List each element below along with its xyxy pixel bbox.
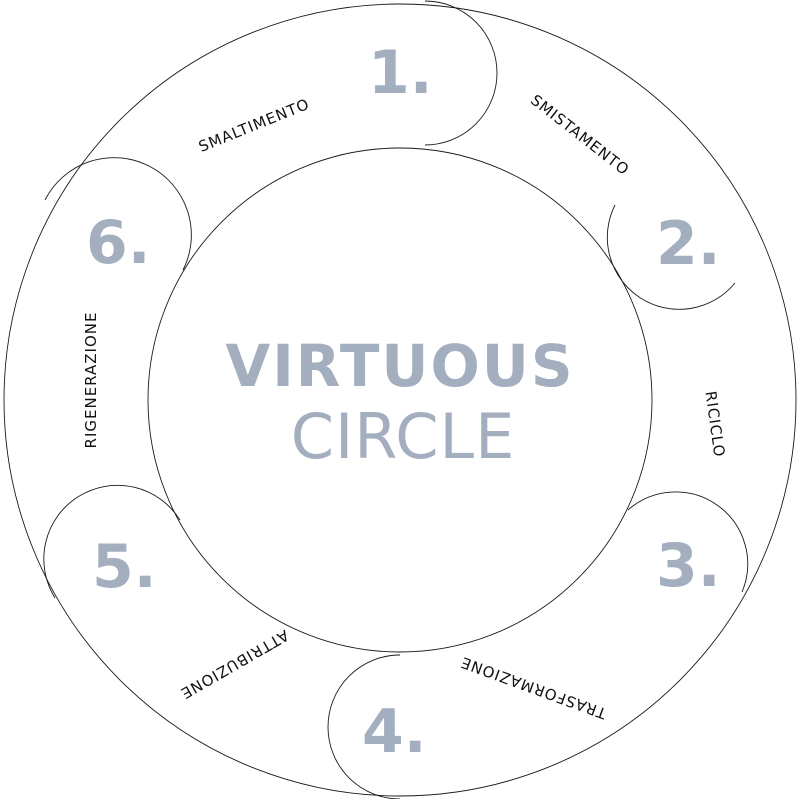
step-4-number: 4. (362, 697, 427, 767)
step-5-lobe (43, 484, 181, 599)
step-3-label: RICICLO (701, 390, 728, 459)
step-2-label: SMISTAMENTO (527, 91, 633, 179)
center-subtitle: CIRCLE (291, 400, 516, 473)
outer-ring (3, 3, 797, 797)
step-5-label: ATTRIBUZIONE (177, 626, 292, 703)
step-3-lobe (627, 491, 749, 593)
step-1-lobe (424, 0, 498, 146)
step-6-label: RIGENERAZIONE (82, 312, 100, 449)
step-1-label: SMALTIMENTO (196, 95, 312, 156)
step-2-number: 2. (656, 209, 721, 279)
step-4-label: TRASFORMAZIONE (458, 653, 610, 723)
step-5-number: 5. (92, 532, 157, 602)
step-6-lobe (44, 157, 192, 271)
inner-ring (147, 147, 653, 653)
step-3-number: 3. (656, 531, 721, 601)
step-6-number: 6. (86, 208, 151, 278)
step-2-lobe (606, 204, 736, 310)
step-1-number: 1. (368, 38, 433, 108)
step-4-lobe (327, 654, 401, 799)
center-title: VIRTUOUS (225, 332, 574, 400)
